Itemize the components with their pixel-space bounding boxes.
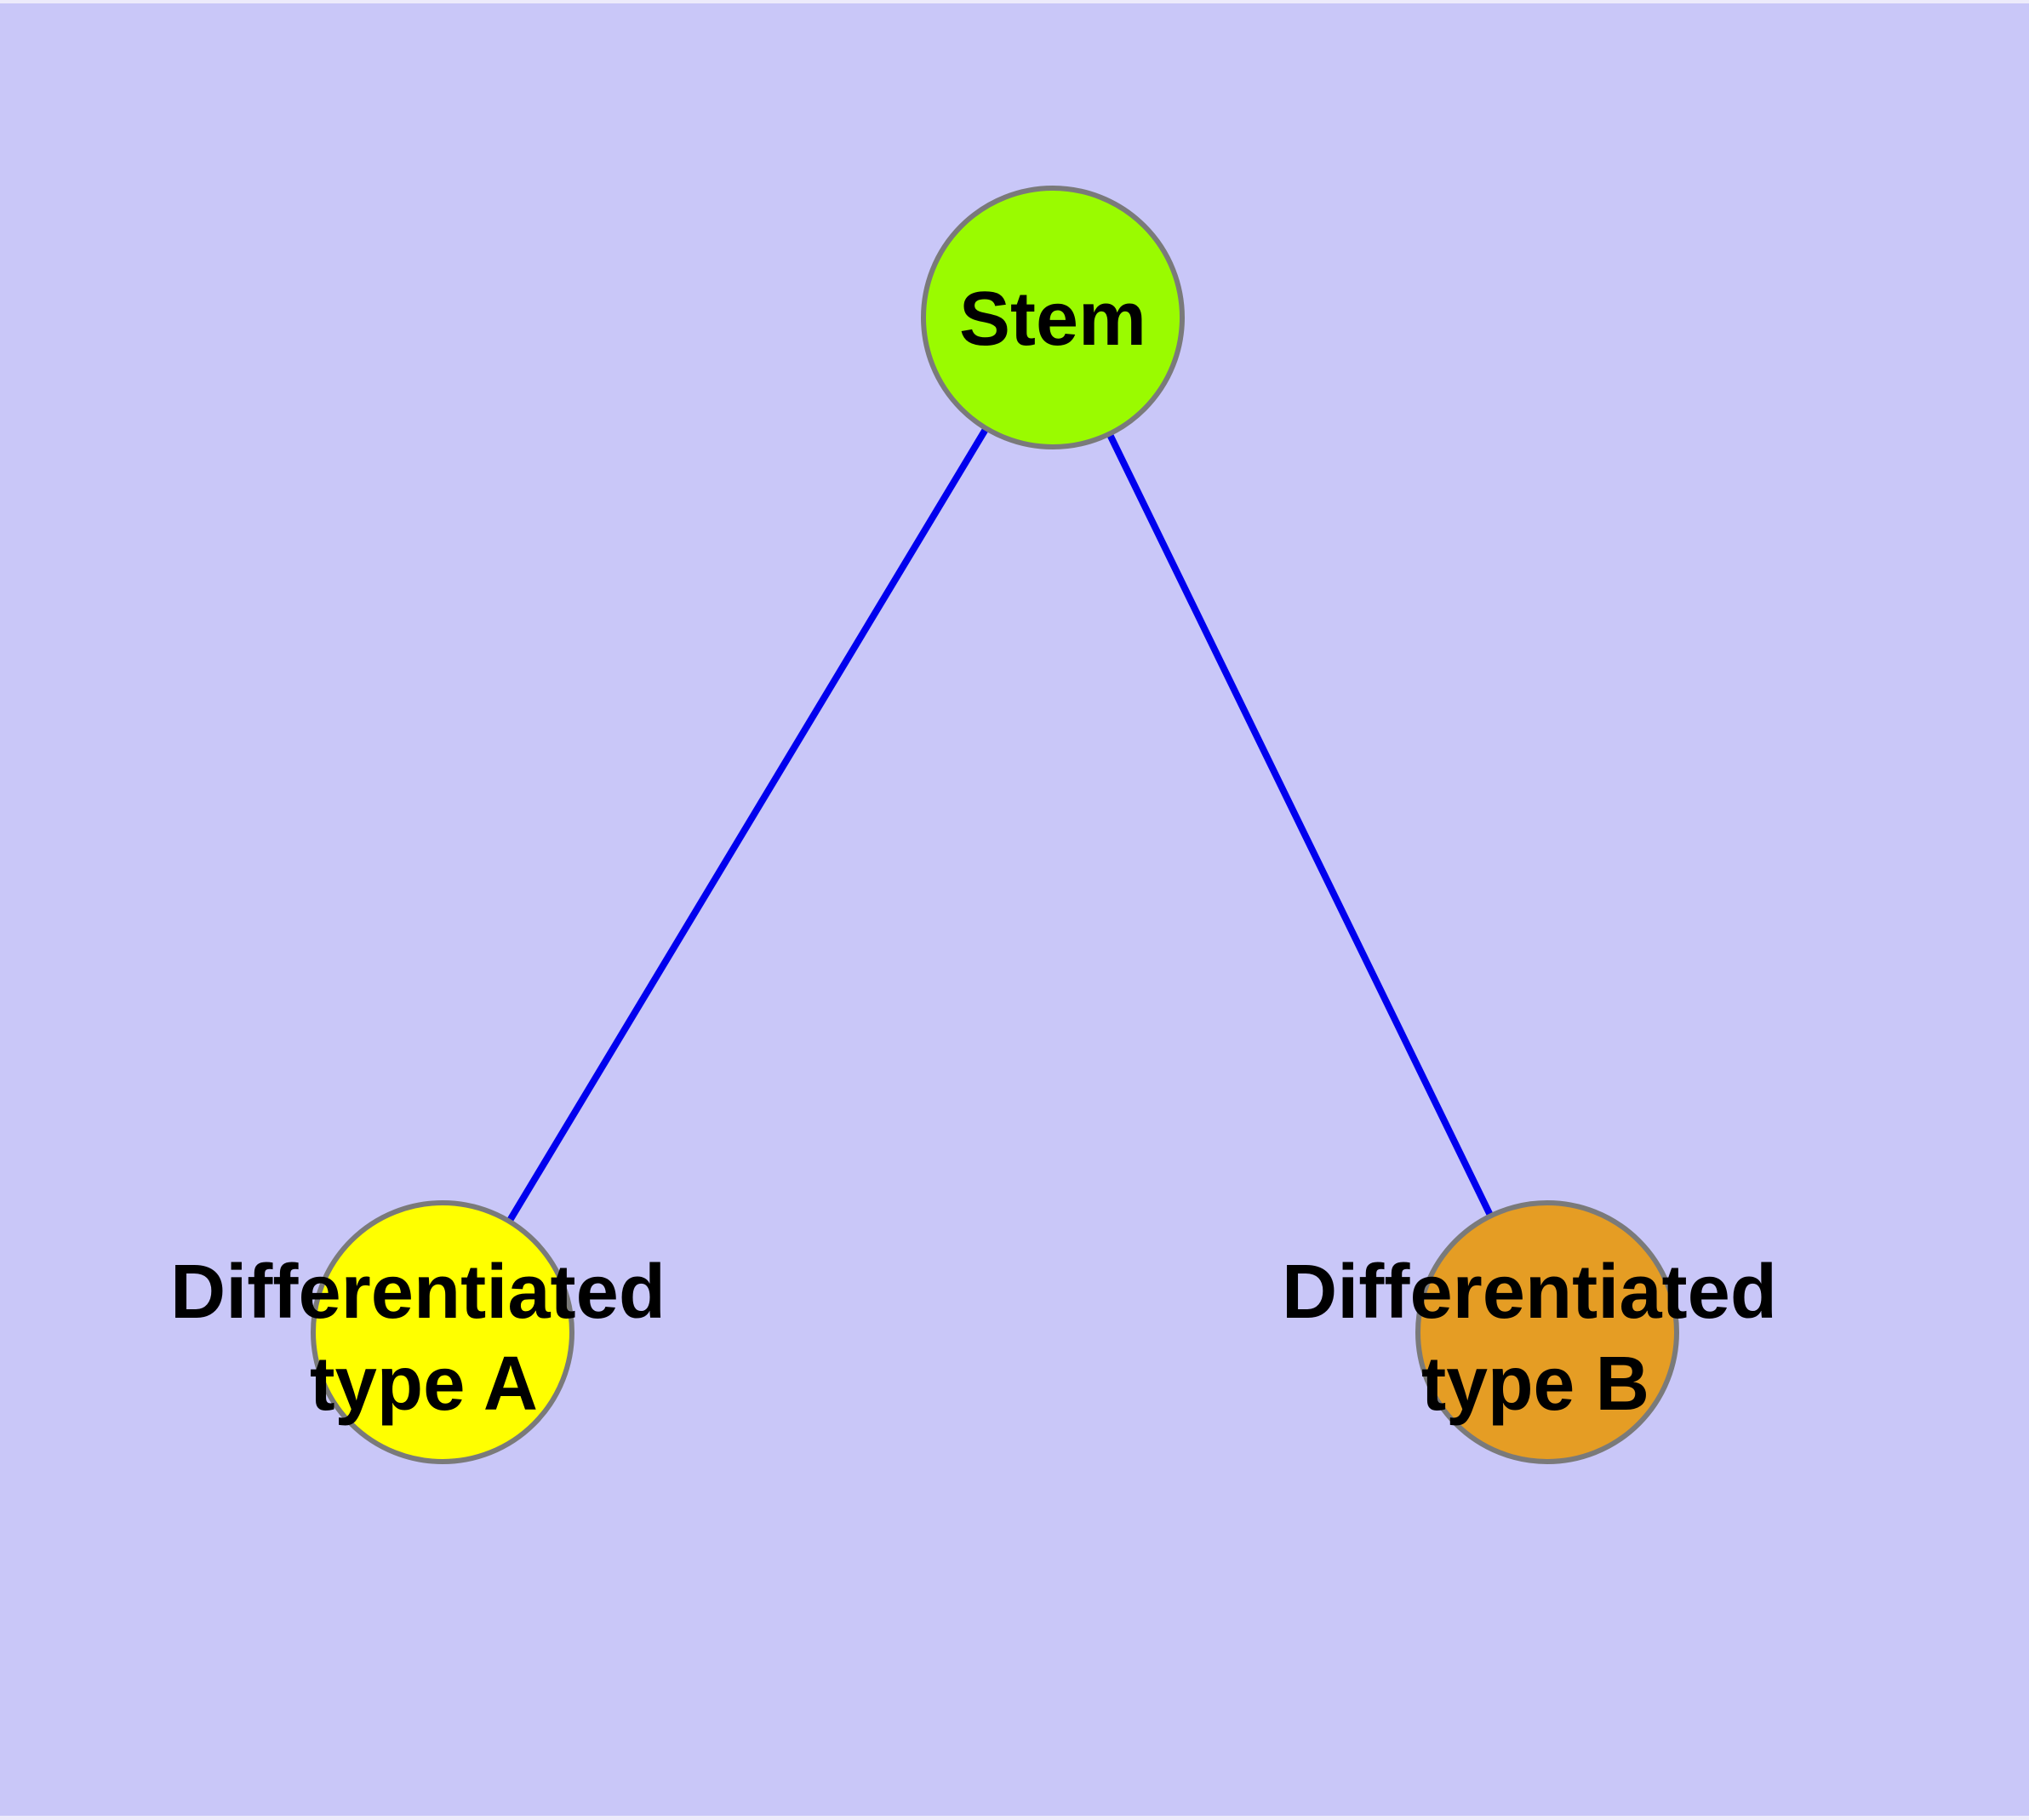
node-stem-label: Stem <box>959 277 1146 362</box>
node-stem-circle[interactable] <box>921 186 1185 449</box>
edge-stem-to-type-b <box>1049 316 1551 1334</box>
node-type-a-circle[interactable] <box>311 1200 574 1464</box>
edge-stem-to-type-a <box>439 315 1056 1335</box>
node-type-b-label-line1: Differentiated <box>1282 1250 1777 1335</box>
node-type-a-label-line1: Differentiated <box>170 1250 666 1335</box>
node-differentiated-type-b[interactable]: Differentiated type B <box>1282 1200 1777 1464</box>
edge-layer <box>439 315 1551 1335</box>
node-type-a-label-line2: type A <box>310 1342 538 1427</box>
node-differentiated-type-a[interactable]: Differentiated type A <box>170 1200 666 1464</box>
node-stem[interactable]: Stem <box>921 186 1185 449</box>
node-type-b-label-line2: type B <box>1421 1342 1649 1427</box>
node-type-b-circle[interactable] <box>1415 1200 1679 1464</box>
